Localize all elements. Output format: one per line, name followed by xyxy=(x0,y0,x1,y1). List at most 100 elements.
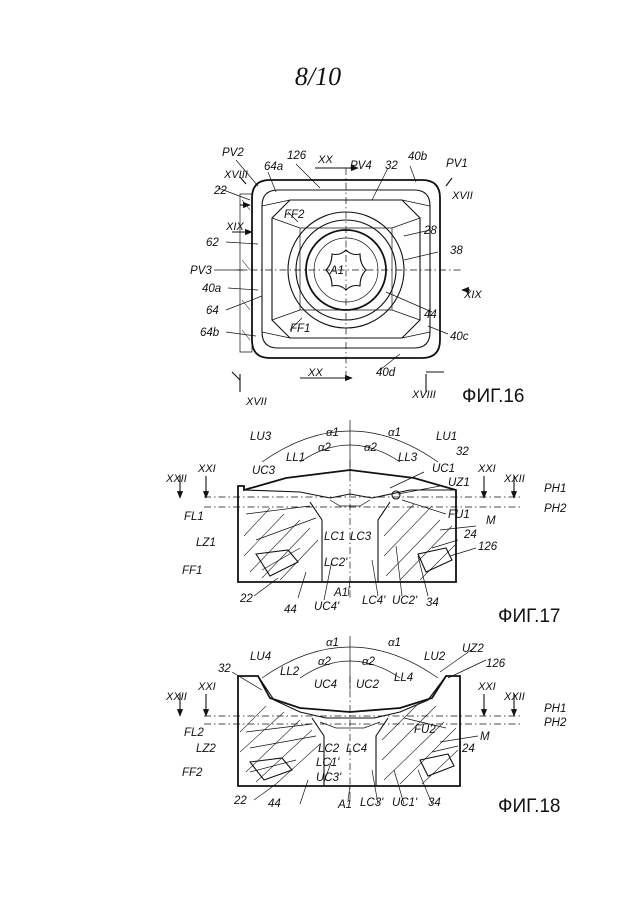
label-a1: A1 xyxy=(329,265,344,277)
label-alpha2-left: α2 xyxy=(318,656,332,668)
label-ll2: LL2 xyxy=(280,666,300,678)
section-xvii-top: XVII xyxy=(451,190,473,202)
label-40c: 40c xyxy=(450,331,469,343)
figure-17: α1 α1 LU3 α2 α2 LU1 LL1 LL3 32 UC3 UC1 X… xyxy=(165,420,567,627)
label-ff1: FF1 xyxy=(182,565,202,577)
label-uc4p: UC4' xyxy=(314,601,340,613)
label-uz1: UZ1 xyxy=(448,477,470,489)
label-64b: 64b xyxy=(200,327,220,339)
section-xxii-right: XXII xyxy=(503,473,525,485)
label-uc1: UC1 xyxy=(432,463,455,475)
label-ll3: LL3 xyxy=(398,452,418,464)
label-a1: A1 xyxy=(337,799,352,811)
label-uc2p: UC2' xyxy=(392,595,418,607)
label-lc3: LC3 xyxy=(350,531,372,543)
section-xviii-bottom: XVIII xyxy=(411,389,436,401)
label-126: 126 xyxy=(478,541,498,553)
label-m: M xyxy=(486,515,496,527)
label-uc2: UC2 xyxy=(356,679,380,691)
label-ll1: LL1 xyxy=(286,452,305,464)
label-40a: 40a xyxy=(202,283,221,295)
label-lu2: LU2 xyxy=(424,651,446,663)
label-m: M xyxy=(480,731,490,743)
label-uc3p: UC3' xyxy=(316,772,342,784)
label-alpha1-right: α1 xyxy=(388,427,401,439)
label-ff1: FF1 xyxy=(290,323,310,335)
section-xxi-left: XXI xyxy=(197,681,216,693)
label-62: 62 xyxy=(206,237,219,249)
label-pv3: PV3 xyxy=(190,265,212,277)
caption-fig17: ФИГ.17 xyxy=(498,606,560,627)
label-28: 28 xyxy=(423,225,437,237)
label-uz2: UZ2 xyxy=(462,643,484,655)
label-126: 126 xyxy=(287,150,307,162)
label-ph1: PH1 xyxy=(544,703,566,715)
label-64: 64 xyxy=(206,305,219,317)
section-xix-left: XIX xyxy=(225,221,244,233)
label-22: 22 xyxy=(213,185,227,197)
label-40d: 40d xyxy=(376,367,396,379)
section-xxi-left: XXI xyxy=(197,463,216,475)
label-fu2: FU2 xyxy=(414,724,436,736)
label-lz1: LZ1 xyxy=(196,537,216,549)
label-uc4: UC4 xyxy=(314,679,337,691)
label-lu3: LU3 xyxy=(250,431,272,443)
label-22: 22 xyxy=(239,593,253,605)
section-xxi-right: XXI xyxy=(477,681,496,693)
section-xxii-right: XXII xyxy=(503,691,525,703)
label-lc3p: LC3' xyxy=(360,797,384,809)
label-fu1: FU1 xyxy=(448,509,470,521)
figure-18: α1 α1 LU4 LU2 UZ2 α2 α2 126 32 LL2 LL4 U… xyxy=(165,636,567,817)
label-38: 38 xyxy=(450,245,463,257)
section-xx-bottom: XX xyxy=(307,367,323,379)
label-pv4: PV4 xyxy=(350,160,372,172)
label-a1: A1 xyxy=(333,587,348,599)
label-alpha2-right: α2 xyxy=(364,442,378,454)
label-40b: 40b xyxy=(408,151,428,163)
caption-fig16: ФИГ.16 xyxy=(462,386,524,407)
section-xviii-top: XVIII xyxy=(223,169,248,181)
label-lc1p: LC1' xyxy=(316,757,340,769)
label-ph1: PH1 xyxy=(544,483,566,495)
label-ff2: FF2 xyxy=(182,767,203,779)
label-pv2: PV2 xyxy=(222,147,244,159)
section-xx-top: XX xyxy=(317,154,333,166)
label-64a: 64a xyxy=(264,161,283,173)
label-ph2: PH2 xyxy=(544,717,567,729)
label-alpha1-right: α1 xyxy=(388,637,401,649)
label-32: 32 xyxy=(218,663,231,675)
section-xxi-right: XXI xyxy=(477,463,496,475)
label-fl2: FL2 xyxy=(184,727,204,739)
section-xxii-left: XXII xyxy=(165,473,187,485)
label-34: 34 xyxy=(426,597,439,609)
label-alpha2-right: α2 xyxy=(362,656,376,668)
label-24: 24 xyxy=(461,743,475,755)
caption-fig18: ФИГ.18 xyxy=(498,796,560,817)
label-uc1p: UC1' xyxy=(392,797,418,809)
section-xxii-left: XXII xyxy=(165,691,187,703)
label-lc2p: LC2' xyxy=(324,557,348,569)
label-ph2: PH2 xyxy=(544,503,567,515)
label-34: 34 xyxy=(428,797,441,809)
label-lz2: LZ2 xyxy=(196,743,216,755)
label-32: 32 xyxy=(385,160,398,172)
label-ll4: LL4 xyxy=(394,672,413,684)
figure-16: PV2 126 XX PV4 32 40b PV1 XVIII 64a XVII… xyxy=(190,147,524,408)
label-44: 44 xyxy=(424,309,437,321)
label-alpha1-left: α1 xyxy=(326,427,339,439)
label-ff2: FF2 xyxy=(284,209,305,221)
label-lu4: LU4 xyxy=(250,651,271,663)
label-lc2: LC2 xyxy=(318,743,340,755)
label-lc1: LC1 xyxy=(324,531,345,543)
label-pv1: PV1 xyxy=(446,158,468,170)
label-44: 44 xyxy=(268,798,281,810)
label-44: 44 xyxy=(284,604,297,616)
label-uc3: UC3 xyxy=(252,465,276,477)
label-alpha1-left: α1 xyxy=(326,637,339,649)
section-xvii-bottom: XVII xyxy=(245,396,267,408)
section-xix-right: XIX xyxy=(463,289,482,301)
label-22: 22 xyxy=(233,795,247,807)
label-lc4: LC4 xyxy=(346,743,367,755)
